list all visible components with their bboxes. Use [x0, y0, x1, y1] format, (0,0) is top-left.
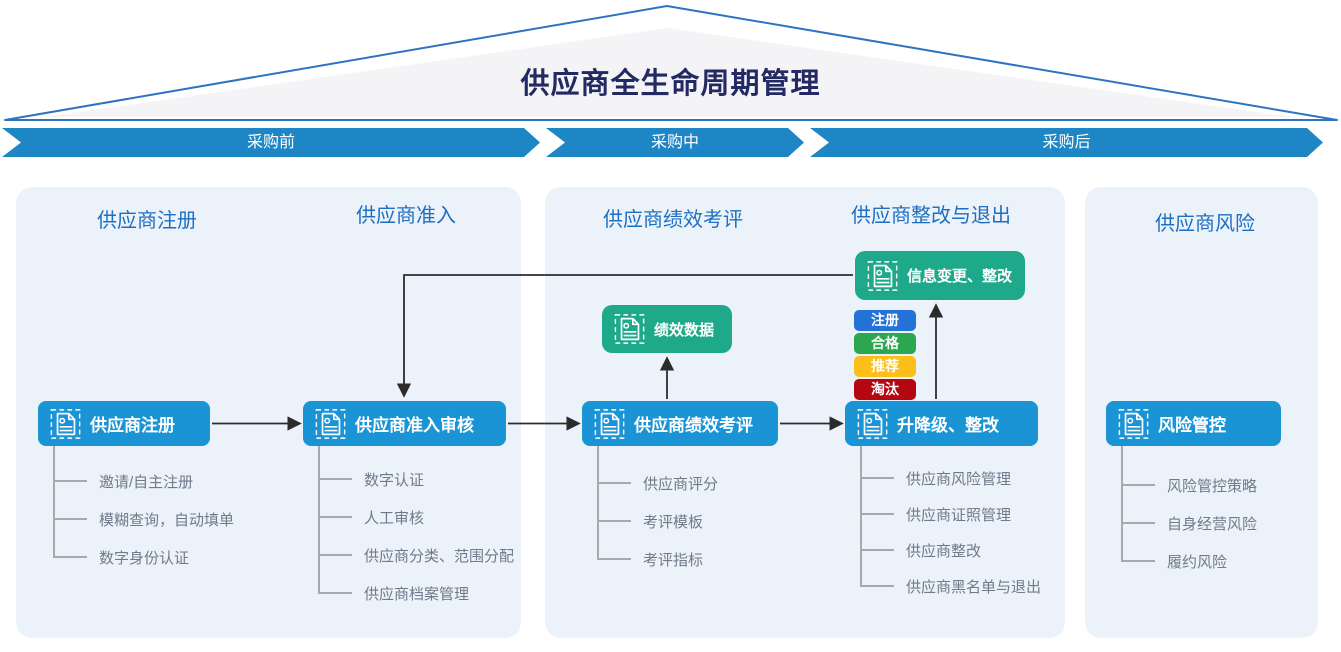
tree-item: 邀请/自主注册: [53, 462, 234, 500]
tree-risk-items: 风险管控策略 自身经营风险 履约风险: [1121, 446, 1257, 580]
tree-admission-items: 数字认证 人工审核 供应商分类、范围分配 供应商档案管理: [318, 446, 514, 612]
node-label: 信息变更、整改: [907, 268, 1013, 285]
tree-item: 供应商评分: [597, 464, 718, 502]
node-label: 绩效数据: [654, 321, 715, 339]
heading-supplier-risk: 供应商风险: [1155, 213, 1255, 235]
tree-item: 考评指标: [597, 540, 718, 578]
tree-grade-rectify-items: 供应商风险管理 供应商证照管理 供应商整改 供应商黑名单与退出: [860, 446, 1041, 604]
tree-item: 数字认证: [318, 460, 514, 498]
node-performance-data: 绩效数据: [602, 305, 732, 353]
document-icon: [594, 408, 626, 440]
node-admission-review: 供应商准入审核: [303, 401, 506, 446]
document-icon: [50, 408, 82, 440]
phase-post-procurement: 采购后: [810, 128, 1323, 157]
document-icon: [867, 260, 899, 292]
heading-supplier-admission: 供应商准入: [356, 205, 456, 227]
tree-item: 自身经营风险: [1121, 504, 1257, 542]
tree-item: 供应商分类、范围分配: [318, 536, 514, 574]
document-icon: [1118, 408, 1150, 440]
status-badge-qualified: 合格: [854, 333, 916, 354]
node-label: 风险管控: [1158, 416, 1226, 435]
node-label: 供应商注册: [90, 416, 175, 435]
page-title: 供应商全生命周期管理: [520, 68, 821, 100]
node-label: 供应商绩效考评: [634, 416, 753, 435]
node-supplier-registration: 供应商注册: [38, 401, 210, 446]
roof-triangle: [4, 5, 1338, 121]
node-performance-review: 供应商绩效考评: [582, 401, 778, 446]
tree-item: 数字身份认证: [53, 538, 234, 576]
tree-item: 供应商档案管理: [318, 574, 514, 612]
tree-item: 履约风险: [1121, 542, 1257, 580]
document-icon: [315, 408, 347, 440]
tree-item: 供应商证照管理: [860, 496, 1041, 532]
node-info-change-rectify: 信息变更、整改: [855, 251, 1025, 300]
tree-item: 供应商整改: [860, 532, 1041, 568]
tree-item: 风险管控策略: [1121, 466, 1257, 504]
tree-item: 供应商风险管理: [860, 460, 1041, 496]
status-badge-recommended: 推荐: [854, 356, 916, 377]
node-grade-rectify: 升降级、整改: [845, 401, 1038, 446]
tree-performance-items: 供应商评分 考评模板 考评指标: [597, 446, 718, 578]
tree-item: 供应商黑名单与退出: [860, 568, 1041, 604]
node-label: 供应商准入审核: [355, 416, 474, 435]
phase-in-procurement: 采购中: [546, 128, 804, 157]
tree-registration-items: 邀请/自主注册 模糊查询，自动填单 数字身份认证: [53, 446, 234, 576]
heading-supplier-performance: 供应商绩效考评: [603, 209, 743, 231]
status-badge-eliminated: 淘汰: [854, 379, 916, 400]
heading-supplier-registration: 供应商注册: [97, 210, 197, 232]
tree-item: 人工审核: [318, 498, 514, 536]
document-icon: [614, 313, 646, 345]
phase-pre-procurement: 采购前: [2, 128, 540, 157]
tree-item: 模糊查询，自动填单: [53, 500, 234, 538]
document-icon: [857, 408, 889, 440]
node-label: 升降级、整改: [897, 416, 999, 435]
node-risk-control: 风险管控: [1106, 401, 1281, 446]
status-badge-registered: 注册: [854, 310, 916, 331]
tree-item: 考评模板: [597, 502, 718, 540]
heading-supplier-rectify-exit: 供应商整改与退出: [851, 205, 1011, 227]
